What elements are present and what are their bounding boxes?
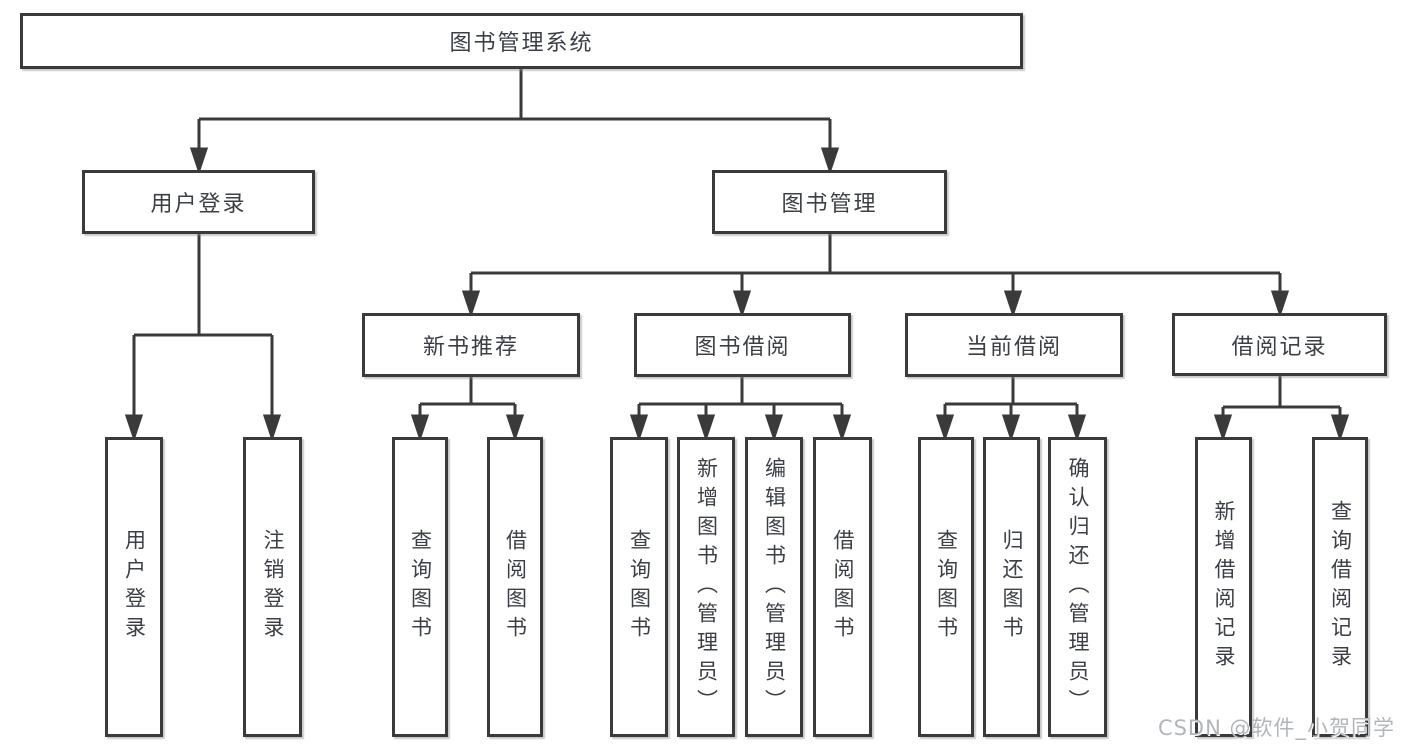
node-user-login-module: 用户登录	[82, 170, 315, 234]
connectors-book-borrow	[629, 377, 852, 442]
node-book-borrow: 图书借阅	[634, 313, 851, 377]
csdn-watermark: CSDN @软件_小贺同学	[1157, 716, 1395, 740]
node-current-borrow: 当前借阅	[905, 313, 1123, 377]
leaf-add-book-admin: 新增图书（管理员）	[677, 437, 735, 737]
leaf-confirm-return-admin: 确认归还（管理员）	[1048, 437, 1107, 737]
node-borrow-records: 借阅记录	[1172, 313, 1387, 376]
node-book-management: 图书管理	[712, 170, 947, 234]
node-new-book-recommend: 新书推荐	[362, 313, 580, 377]
leaf-query-books-borrow: 查询图书	[610, 437, 668, 737]
connectors-borrow-records	[1213, 376, 1350, 442]
leaf-borrow-books-recommend: 借阅图书	[487, 437, 543, 737]
leaf-user-login: 用户登录	[105, 437, 163, 737]
connectors-user-login	[124, 234, 282, 442]
connectors-level1	[189, 69, 840, 175]
node-root: 图书管理系统	[20, 13, 1023, 69]
connectors-level2	[461, 234, 1290, 318]
leaf-query-books-recommend: 查询图书	[392, 437, 448, 737]
leaf-query-borrow-record: 查询借阅记录	[1312, 437, 1368, 737]
leaf-borrow-books: 借阅图书	[813, 437, 872, 737]
leaf-edit-book-admin: 编辑图书（管理员）	[745, 437, 803, 737]
connectors-current-borrow	[935, 377, 1087, 442]
leaf-logout: 注销登录	[243, 437, 302, 737]
leaf-return-book: 归还图书	[983, 437, 1040, 737]
leaf-add-borrow-record: 新增借阅记录	[1195, 437, 1252, 737]
connectors-new-book	[410, 377, 525, 442]
leaf-query-books-current: 查询图书	[918, 437, 974, 737]
